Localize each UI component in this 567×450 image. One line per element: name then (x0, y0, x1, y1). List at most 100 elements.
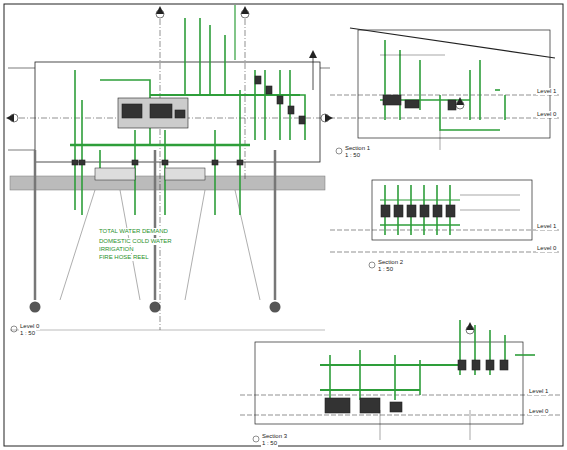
view-label: Level 1 (528, 388, 549, 395)
pump-symbol (407, 205, 416, 217)
view-title-symbol (253, 436, 259, 442)
level-line (330, 118, 560, 119)
view-label: Level 0 (536, 111, 557, 118)
pump-symbol (360, 398, 380, 413)
pump-symbol (472, 360, 480, 370)
pump-symbol (212, 160, 218, 165)
section-line (160, 8, 161, 330)
pump-symbol (420, 205, 429, 217)
section-arrow (156, 6, 164, 14)
section-arrow (6, 114, 14, 122)
view-label: 1 : 50 (344, 152, 361, 159)
pipe (199, 18, 201, 95)
pipe (479, 60, 481, 120)
level-line (330, 95, 560, 96)
room-outline (372, 180, 532, 240)
leader (470, 410, 471, 440)
wall-line (185, 190, 205, 300)
grid-column (274, 150, 277, 300)
north-arrow (313, 55, 314, 90)
view-label: 1 : 50 (19, 330, 36, 337)
pump-symbol (150, 104, 172, 118)
pump-symbol (405, 100, 419, 108)
view-label: Section 3 (261, 433, 288, 440)
pump-symbol (255, 76, 261, 84)
pump-symbol (288, 106, 294, 114)
wall-line (8, 150, 35, 151)
pipe (495, 89, 500, 91)
pump-symbol (446, 205, 455, 217)
wall-line (460, 195, 520, 196)
pipe (99, 150, 101, 170)
grid-column (34, 150, 37, 300)
sheet-border (4, 4, 563, 446)
pump-symbol (72, 160, 78, 165)
pump-symbol (486, 360, 494, 370)
pipe (504, 95, 506, 120)
pump-symbol (277, 96, 283, 104)
view-label: 1 : 50 (261, 440, 278, 447)
view-label: Section 1 (344, 145, 371, 152)
pipe (234, 5, 235, 60)
wall-line (235, 190, 260, 300)
view-label: Section 2 (377, 259, 404, 266)
north-arrow (309, 50, 317, 58)
pump-skid (118, 98, 188, 128)
pipe (320, 389, 420, 391)
section-arrow (456, 97, 464, 105)
level-line (240, 415, 560, 416)
pipe (359, 350, 361, 400)
pipe (399, 50, 401, 120)
pump-symbol (394, 205, 403, 217)
pipe (515, 354, 535, 356)
wall-line (60, 190, 95, 300)
view-label: Level 0 (536, 245, 557, 252)
view-label: Level 1 (536, 88, 557, 95)
pump-symbol (175, 110, 185, 118)
level-line (330, 252, 560, 253)
pipe (74, 70, 76, 210)
pump-symbol (390, 402, 402, 412)
pipe (419, 360, 421, 395)
view-label: 1 : 50 (377, 266, 394, 273)
room-outline (255, 342, 523, 424)
view-label: Level 0 (528, 408, 549, 415)
tank-outline (165, 168, 205, 180)
pipe (320, 364, 460, 366)
grid-column (154, 150, 157, 300)
pipe (419, 60, 421, 110)
room-outline (358, 30, 550, 138)
column-symbol (150, 302, 161, 313)
pipe (239, 90, 241, 215)
level-line (240, 395, 560, 396)
pipe (209, 25, 211, 95)
wall-line (120, 190, 140, 300)
view-label: Level 1 (536, 223, 557, 230)
pipe-note: TOTAL WATER DEMAND (98, 228, 169, 235)
column-symbol (270, 302, 281, 313)
wall-line (8, 68, 35, 69)
pipe-note: FIRE HOSE REEL (98, 254, 150, 261)
pump-symbol (237, 160, 243, 165)
pump-symbol (448, 100, 456, 110)
pump-symbol (132, 160, 138, 165)
column-symbol (30, 302, 41, 313)
tank-outline (95, 168, 135, 180)
pump-symbol (266, 86, 272, 94)
pipe (224, 35, 226, 95)
pipe (300, 95, 305, 140)
leader (440, 130, 441, 150)
pipe (394, 355, 396, 400)
pump-symbol (381, 205, 390, 217)
pump-symbol (122, 104, 142, 118)
pipe (279, 70, 281, 140)
wall-line (380, 55, 445, 56)
pipe-note: DOMESTIC COLD WATER (98, 238, 173, 245)
wall-line (320, 68, 330, 69)
view-title-symbol (336, 148, 342, 154)
pipe (289, 70, 291, 140)
view-title-symbol (11, 326, 17, 332)
pipe (384, 40, 386, 120)
